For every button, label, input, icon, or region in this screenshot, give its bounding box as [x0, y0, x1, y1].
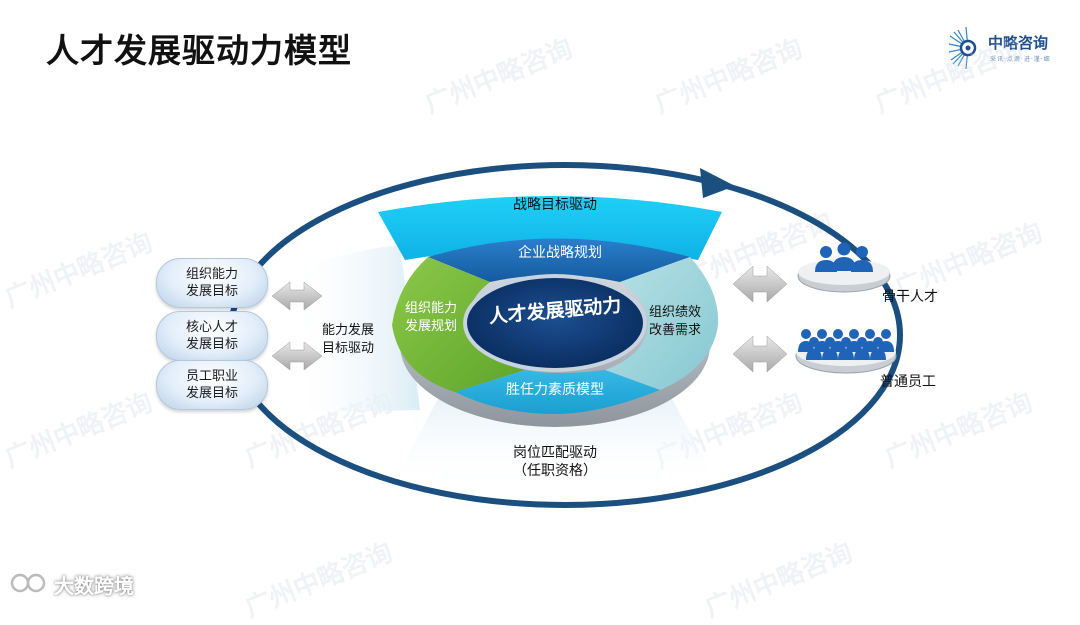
segment-bottom-label: 胜任力素质模型 — [506, 382, 604, 398]
staff-group-label: 普通员工 — [880, 374, 936, 390]
bottom-band-label: 岗位匹配驱动 （任职资格） — [490, 444, 620, 480]
leader-group-icon — [815, 242, 873, 272]
staff-group-icon — [798, 329, 894, 360]
bottom-fade-band — [400, 395, 710, 485]
double-arrow-left-2 — [271, 341, 323, 371]
orbit-arrowhead — [700, 168, 735, 198]
bottom-watermark: 大数跨境 — [8, 568, 168, 598]
goal-pill: 组织能力 发展目标 — [156, 258, 268, 308]
segment-right — [605, 257, 719, 390]
double-arrow-right-2 — [732, 335, 788, 373]
logo-name: 中略咨询 — [988, 34, 1049, 52]
left-fade-band — [300, 245, 420, 412]
page-title: 人才发展驱动力模型 — [46, 31, 352, 70]
segment-top — [428, 238, 690, 282]
bottom-watermark-text: 大数跨境 — [54, 574, 134, 598]
goal-pill-line1: 员工职业 — [185, 369, 238, 384]
segment-top-label: 企业战略规划 — [518, 245, 602, 261]
bottom-band-line2: （任职资格） — [513, 463, 597, 479]
segment-right-label: 组织绩效 改善需求 — [638, 304, 712, 340]
company-logo: 中略咨询 采讯·点滴·进·谨·细 — [948, 26, 1068, 70]
goal-pill-line1: 核心人才 — [185, 320, 238, 335]
bottom-band-line1: 岗位匹配驱动 — [513, 445, 597, 461]
goal-pill: 员工职业 发展目标 — [156, 360, 268, 410]
goal-pill-line2: 发展目标 — [185, 386, 238, 401]
goal-pill-line2: 发展目标 — [185, 337, 238, 352]
left-band-line1: 能力发展 — [321, 323, 374, 338]
center-ellipse — [463, 274, 647, 372]
double-arrow-left-1 — [271, 281, 323, 311]
watermark-logo-icon — [10, 573, 46, 593]
segment-left-label: 组织能力 发展规划 — [394, 300, 468, 336]
segment-right-line1: 组织绩效 — [648, 305, 701, 320]
top-cyan-band — [378, 196, 722, 260]
segment-left-line2: 发展规划 — [404, 319, 457, 334]
left-band-line2: 目标驱动 — [321, 341, 374, 356]
segment-bottom — [455, 370, 660, 414]
segment-right-line2: 改善需求 — [648, 323, 701, 338]
goal-pill: 核心人才 发展目标 — [156, 311, 268, 361]
segment-left-line1: 组织能力 — [404, 301, 457, 316]
logo-tagline: 采讯·点滴·进·谨·细 — [990, 56, 1051, 63]
goal-pill-line1: 组织能力 — [185, 267, 238, 282]
talent-driver-diagram — [227, 162, 903, 508]
goal-pill-line2: 发展目标 — [185, 284, 238, 299]
double-arrow-right-1 — [732, 265, 788, 303]
left-band-label: 能力发展 目标驱动 — [312, 322, 384, 358]
logo-burst-icon — [948, 26, 977, 70]
leader-group-label: 骨干人才 — [882, 289, 938, 305]
top-band-label: 战略目标驱动 — [513, 197, 597, 213]
